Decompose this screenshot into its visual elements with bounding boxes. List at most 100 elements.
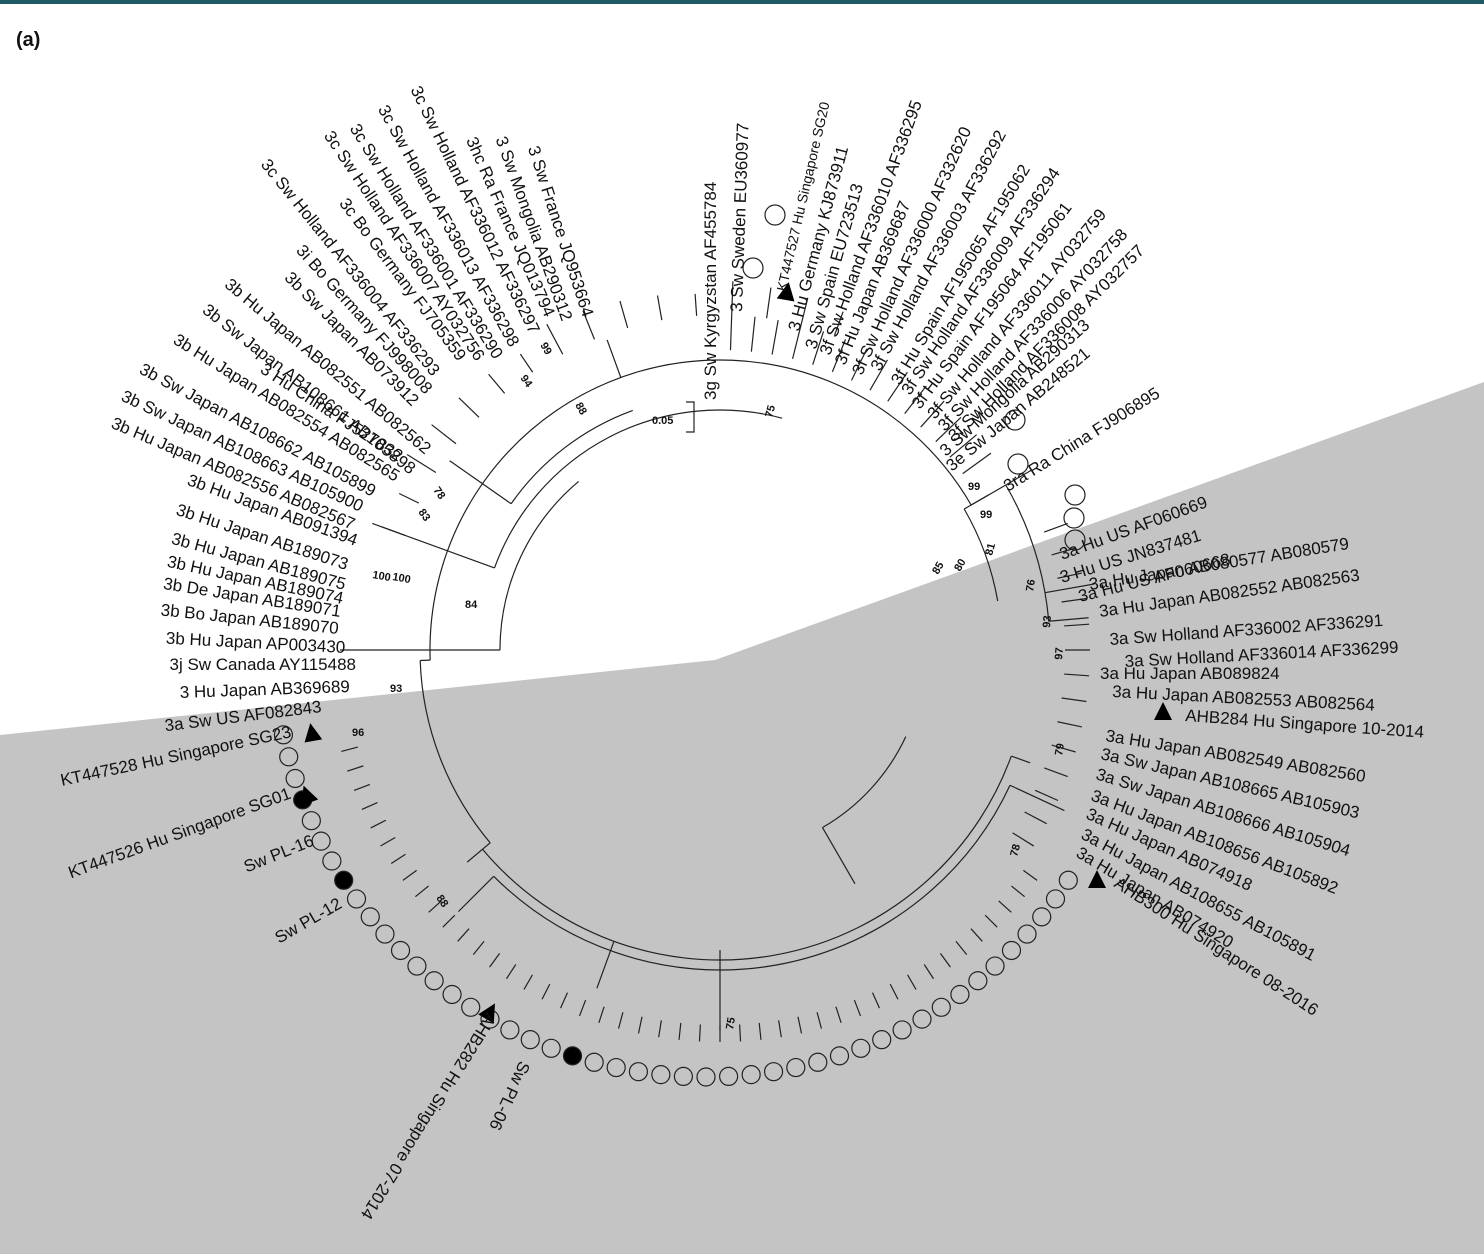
branch-line [489,953,501,968]
branch-line [1043,522,1068,533]
branch-line [488,373,506,394]
scale-bar [686,401,695,433]
branch-line [361,801,378,810]
branch-line [658,1020,662,1038]
branch-line [739,1024,742,1042]
branch-line [729,315,733,351]
branch-line [582,310,596,340]
branch-line [920,400,945,428]
open-circle-marker [764,204,786,226]
branch-line [1043,767,1068,778]
bootstrap-value: 100 [391,571,411,586]
open-circle-marker [273,725,294,745]
tip-right-label: 3a Hu Japan AB089824 [1100,664,1280,683]
branch-line [949,434,978,458]
open-circle-marker [673,1066,693,1087]
branch-line [1011,755,1031,764]
filled-circle-marker [334,870,354,890]
open-circle-marker [912,1009,932,1029]
bootstrap-value: 76 [1024,578,1038,592]
branch-line [904,385,927,414]
branch-line [998,900,1012,913]
open-circle-marker [808,1052,828,1072]
branch-line [1023,869,1038,881]
branch-line [887,371,908,402]
branch-arc [1005,484,1050,622]
tip-left-label: 3 Hu Japan AB369689 [179,677,350,702]
tip-right-label: 3 Sw Sweden EU360977 [727,123,753,313]
tip-markers [273,204,1172,1087]
branch-line [637,1016,643,1034]
branch-line [402,869,417,881]
branch-line [619,300,629,329]
branch-line [1012,832,1035,847]
bootstrap-value: 84 [465,599,478,611]
branch-line [380,836,396,847]
branch-line [750,316,756,352]
branch-line [821,827,856,885]
bootstrap-value: 94 [518,373,535,391]
filled-circle-marker [562,1046,583,1066]
branch-arc [493,409,783,569]
branch-line [963,469,1033,510]
branch-arc [963,508,999,602]
open-circle-marker [1004,409,1026,431]
bootstrap-value: 78 [1008,843,1023,858]
open-circle-marker [1032,907,1052,927]
branch-line [850,348,868,381]
bootstrap-value: 83 [416,507,433,524]
branch-line [406,453,437,473]
branch-line [1044,583,1095,594]
branch-arc [499,481,579,651]
branch-line [617,1012,624,1029]
branch-line [1011,885,1026,898]
open-circle-marker [742,257,764,279]
branch-arc [822,736,907,829]
open-circle-marker [719,1066,739,1087]
bootstrap-value: 96 [352,727,364,739]
branch-line [816,1012,823,1029]
branch-line [1048,617,1089,622]
branch-line [390,853,406,865]
open-circle-marker [311,831,331,851]
branch-line [1061,697,1087,703]
bootstrap-value: 99 [968,481,980,493]
branch-line [731,281,734,316]
tip-left-label: 3j Sw Canada AY115488 [169,655,356,674]
bootstrap-value: 79 [1053,742,1067,756]
branch-line [458,397,480,418]
panel-label: (a) [16,29,40,51]
open-circle-marker [390,940,411,961]
open-circle-marker [375,924,395,944]
branch-line [834,311,844,336]
triangle-marker [1154,702,1172,720]
branch-line [578,999,587,1017]
open-circle-marker [360,907,380,927]
open-circle-marker [1064,529,1086,551]
open-circle-marker [606,1057,626,1078]
open-circle-marker [461,997,481,1017]
branch-line [698,1024,701,1042]
triangle-marker [1088,870,1106,888]
branch-line [1064,673,1090,677]
open-circle-marker [851,1038,871,1058]
open-circle-marker [500,1020,520,1040]
triangle-marker [478,1003,495,1024]
open-circle-marker [968,971,988,991]
branch-line [428,900,442,913]
open-circle-marker [1058,870,1078,890]
branch-line [923,964,935,980]
open-circle-marker [892,1020,912,1040]
branch-line [1064,623,1090,627]
branch-line [606,339,622,378]
branch-line [431,424,457,445]
open-circle-marker [442,984,462,1005]
open-circle-marker [424,971,444,991]
branch-line [353,783,371,792]
bootstrap-value: 99 [537,341,554,358]
branch-line [1009,784,1065,812]
branch-line [766,287,772,319]
branch-line [771,319,779,355]
